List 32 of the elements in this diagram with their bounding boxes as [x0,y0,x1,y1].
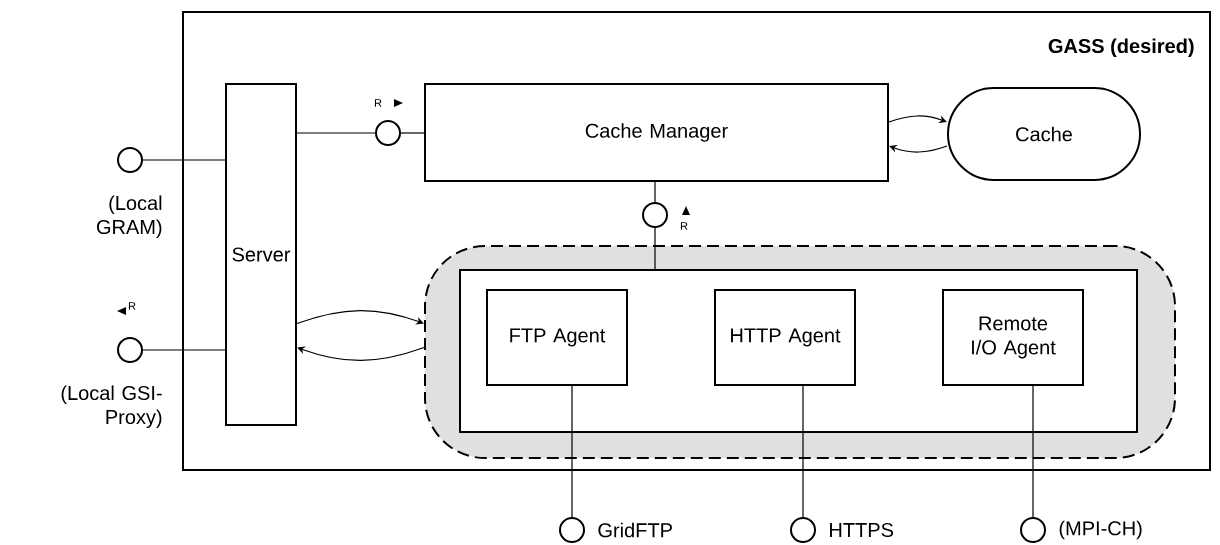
interface-label: GridFTP [598,522,672,538]
interface-circle [117,337,143,363]
interface-label: HTTPS [830,522,894,538]
process-box: Cache Manager [424,83,889,182]
signal-label: R [680,222,688,230]
connector-line [142,349,226,351]
server-box: Server [225,83,297,426]
connector-line [142,159,226,161]
interface-label: (Local GRAM) [96,195,162,239]
connector-line [654,181,656,203]
signal-label: R [128,302,136,310]
agent-box: HTTP Agent [714,289,856,386]
interface-circle [642,202,668,228]
agent-box: Remote I/O Agent [942,289,1084,386]
interface-circle [790,517,816,543]
interface-label: (Local GSI-Proxy) [61,385,162,428]
interface-label: (MPI-CH) [1059,520,1142,540]
connector-line [654,227,656,270]
interface-circle [375,120,401,146]
connector-line [571,385,573,518]
interface-circle [117,147,143,173]
connector-line [296,132,376,134]
arrow [297,346,425,361]
interface-circle [1020,517,1046,543]
agent-box: FTP Agent [486,289,628,386]
arrow [296,309,424,325]
interface-circle [559,517,585,543]
storage-capsule: Cache [947,87,1141,181]
signal-label: R [374,99,382,107]
connector-line [802,385,804,518]
connector-line [1032,385,1034,518]
connector-line [400,132,425,134]
